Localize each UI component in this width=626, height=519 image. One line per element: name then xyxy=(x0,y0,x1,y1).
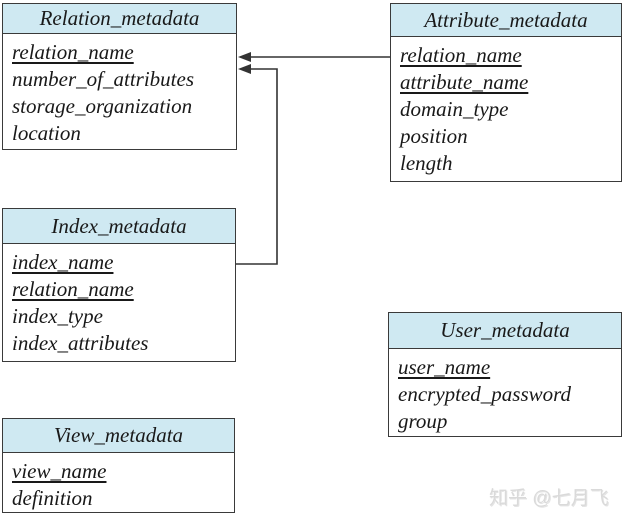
field-index-type: index_type xyxy=(12,304,103,328)
field-relation-name: relation_name xyxy=(12,40,134,64)
user-metadata-fields: user_name encrypted_password group xyxy=(389,349,621,435)
attribute-metadata-box: Attribute_metadata relation_name attribu… xyxy=(390,3,622,182)
connector-attribute-to-relation xyxy=(238,52,390,62)
user-metadata-box: User_metadata user_name encrypted_passwo… xyxy=(388,312,622,437)
field-user-name: user_name xyxy=(398,355,491,379)
view-metadata-fields: view_name definition xyxy=(3,453,234,512)
field-number-of-attributes: number_of_attributes xyxy=(12,67,194,91)
field-position: position xyxy=(400,124,468,148)
relation-metadata-fields: relation_name number_of_attributes stora… xyxy=(3,34,236,147)
arrowhead-left-icon xyxy=(238,64,251,74)
connector-index-to-relation xyxy=(236,64,278,265)
zhihu-watermark: 知乎 @七月飞 xyxy=(489,488,609,509)
arrowhead-left-icon xyxy=(238,52,251,62)
index-metadata-title: Index_metadata xyxy=(3,209,235,244)
field-attribute-name: attribute_name xyxy=(400,70,529,94)
relation-metadata-box: Relation_metadata relation_name number_o… xyxy=(2,3,237,150)
field-encrypted-password: encrypted_password xyxy=(398,382,572,406)
field-length: length xyxy=(400,151,453,175)
relation-metadata-title: Relation_metadata xyxy=(3,4,236,34)
field-location: location xyxy=(12,121,81,145)
field-domain-type: domain_type xyxy=(400,97,509,121)
field-relation-name: relation_name xyxy=(400,43,522,67)
field-group: group xyxy=(398,409,448,433)
attribute-metadata-title: Attribute_metadata xyxy=(391,4,621,37)
index-metadata-fields: index_name relation_name index_type inde… xyxy=(3,244,235,357)
field-index-name: index_name xyxy=(12,250,114,274)
field-view-name: view_name xyxy=(12,459,107,483)
field-storage-organization: storage_organization xyxy=(12,94,193,118)
field-relation-name: relation_name xyxy=(12,277,134,301)
index-metadata-box: Index_metadata index_name relation_name … xyxy=(2,208,236,362)
user-metadata-title: User_metadata xyxy=(389,313,621,349)
attribute-metadata-fields: relation_name attribute_name domain_type… xyxy=(391,37,621,177)
field-index-attributes: index_attributes xyxy=(12,331,149,355)
field-definition: definition xyxy=(12,486,93,510)
view-metadata-box: View_metadata view_name definition xyxy=(2,418,235,513)
view-metadata-title: View_metadata xyxy=(3,419,234,453)
